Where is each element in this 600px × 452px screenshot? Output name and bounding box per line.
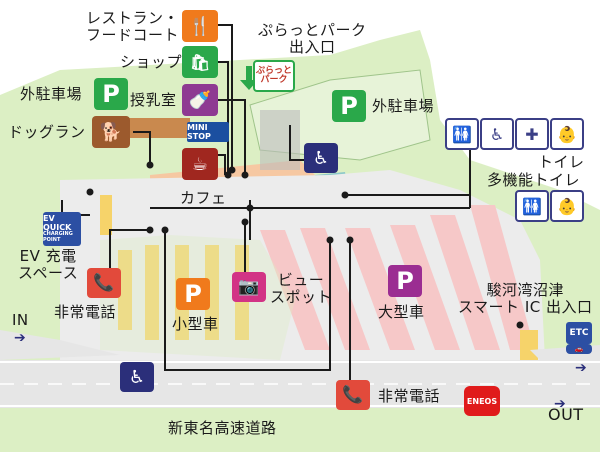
smart-ic-label: 駿河湾沼津 スマート IC 出入口 <box>458 281 593 316</box>
charging-point-text: CHARGING POINT <box>43 231 73 243</box>
multi-toilet-label: 多機能トイレ <box>487 171 581 189</box>
first-aid-icon: ✚ <box>515 118 549 150</box>
emergency-phone-bottom-label: 非常電話 <box>378 387 441 405</box>
wheelchair-icon: ♿ <box>120 362 154 392</box>
baby-bottle-icon: 🍼 <box>182 84 218 116</box>
coffee-cup-icon: ☕ <box>182 148 218 180</box>
view-spot-label: ビュー スポット <box>270 271 333 306</box>
ev-charging-label: EV 充電 スペース <box>18 247 79 282</box>
baby-changing-icon: 👶 <box>550 190 584 222</box>
wheelchair-icon: ♿ <box>480 118 514 150</box>
phone-icon: 📞 <box>87 268 121 298</box>
outer-parking-right-icon: P <box>332 90 366 122</box>
baby-changing-icon: 👶 <box>550 118 584 150</box>
outer-parking-left-icon: P <box>94 78 128 110</box>
in-label: IN <box>12 311 29 329</box>
etc-icon: ETC <box>566 322 592 344</box>
exit-arrow-icon: ➔ <box>575 360 587 376</box>
outer-parking-right-label: 外駐車場 <box>372 97 435 115</box>
in-arrow-icon: ➔ <box>14 330 26 346</box>
dog-icon: 🐕 <box>92 116 130 148</box>
nursing-room-label: 授乳室 <box>130 91 177 109</box>
purapark-sign: ぷらっと パーク <box>253 60 295 92</box>
expressway-label: 新東名高速道路 <box>168 419 277 437</box>
fork-knife-icon: 🍴 <box>182 10 218 42</box>
out-arrow-icon: ➔ <box>554 396 566 412</box>
restroom-icon: 🚻 <box>515 190 549 222</box>
outer-parking-left-label: 外駐車場 <box>20 85 83 103</box>
car-icon: 🚗 <box>566 344 592 354</box>
wheelchair-icon: ♿ <box>304 143 338 173</box>
camera-icon: 📷 <box>232 272 266 302</box>
dogrun-label: ドッグラン <box>8 123 86 141</box>
large-car-parking-icon: P <box>388 265 422 297</box>
toilet-label: トイレ <box>538 153 585 171</box>
large-car-label: 大型車 <box>378 303 425 321</box>
restaurant-label: レストラン・ フードコート <box>86 9 180 44</box>
shopping-bag-icon: 🛍 <box>182 46 218 78</box>
emergency-phone-left-label: 非常電話 <box>54 303 117 321</box>
ministop-logo: MINI STOP <box>187 122 229 142</box>
restroom-icon: 🚻 <box>445 118 479 150</box>
eneos-logo: ENEOS <box>464 386 500 416</box>
small-car-label: 小型車 <box>172 315 219 333</box>
shop-label: ショップ <box>120 53 183 71</box>
out-label: OUT <box>548 405 584 424</box>
small-car-parking-icon: P <box>176 278 210 310</box>
ev-charging-icon: EV QUICK CHARGING POINT <box>43 212 81 246</box>
phone-icon: 📞 <box>336 380 370 410</box>
purapark-label: ぷらっとパーク 出入口 <box>258 21 367 56</box>
cafe-label: カフェ <box>180 189 227 207</box>
ev-quick-text: EV QUICK <box>43 213 72 232</box>
